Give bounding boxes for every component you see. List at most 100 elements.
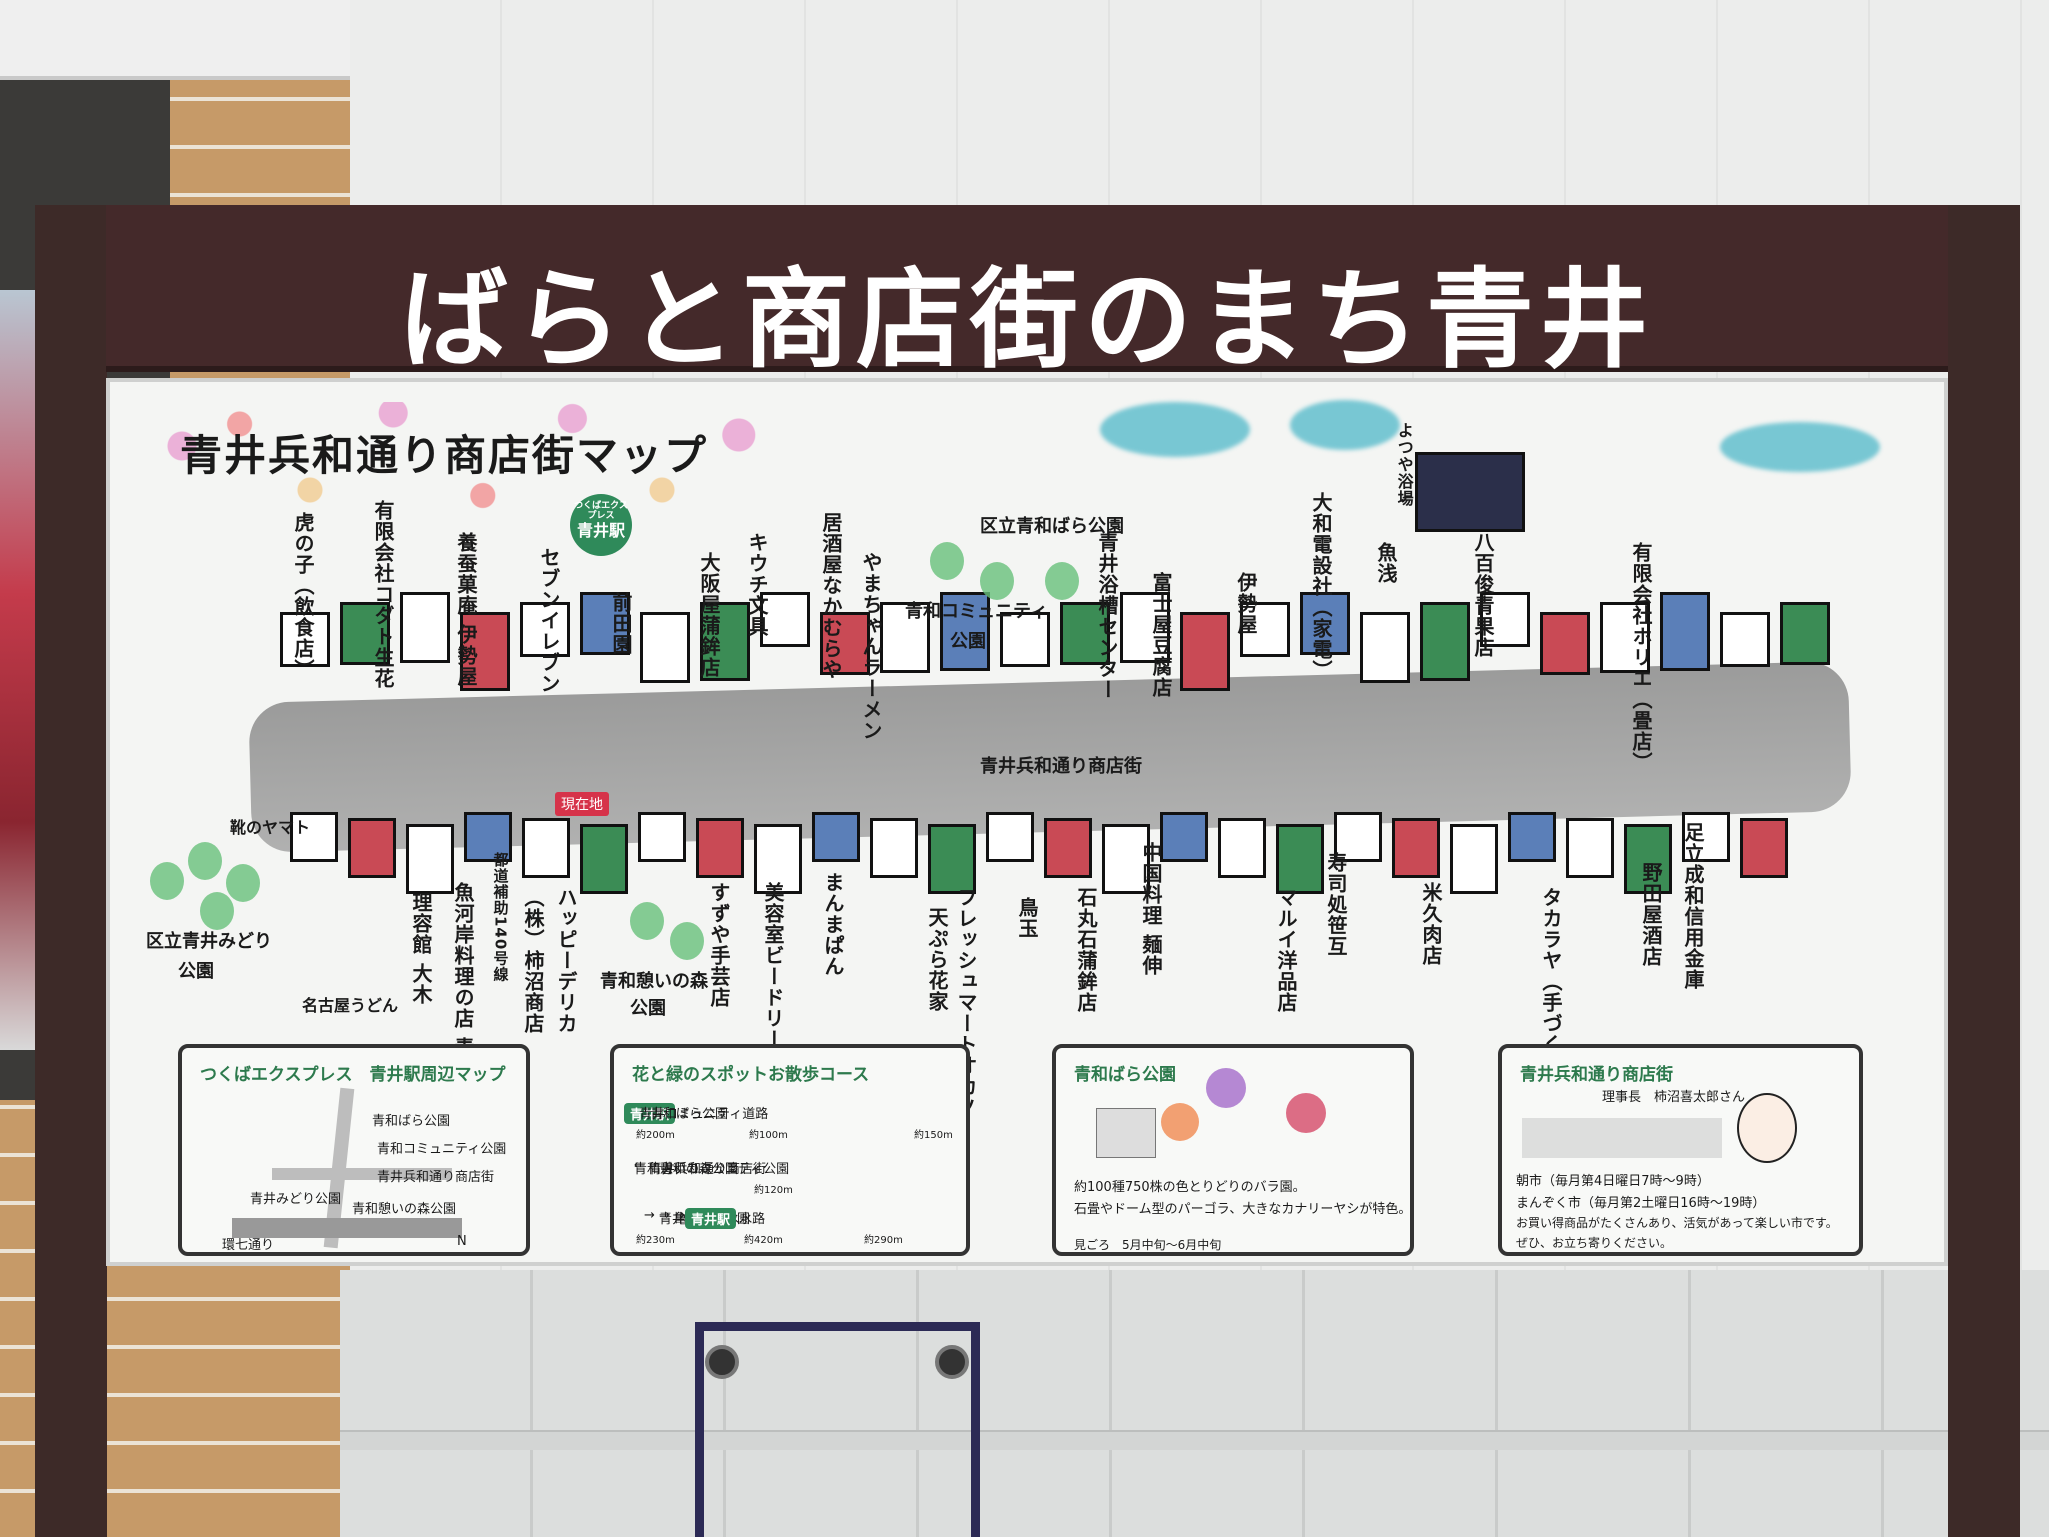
- shop-building: [348, 818, 396, 878]
- box-title: 青和ばら公園: [1074, 1065, 1176, 1085]
- shop-building: [1120, 592, 1170, 663]
- map-title: 青井兵和通り商店街マップ: [180, 431, 709, 480]
- shop-building: [1660, 592, 1710, 671]
- distance: 約230m: [636, 1235, 675, 1246]
- shop-building: [928, 824, 976, 894]
- north-arrow: N: [457, 1234, 467, 1249]
- shop-label: （株）柿沼商店: [521, 887, 545, 1034]
- park-label: 青和コミュニティ: [905, 601, 1048, 622]
- tree-icon: [188, 842, 222, 880]
- park-label: 区立青井みどり: [146, 931, 272, 952]
- shop-building: [1450, 824, 1498, 894]
- shop-building: [290, 812, 338, 862]
- station-pill: 青井駅: [684, 1208, 736, 1229]
- shop-building: [1044, 818, 1092, 878]
- course-stop: 青和憩いの森公園: [634, 1162, 739, 1177]
- distance: 約420m: [744, 1235, 783, 1246]
- shop-building: [1180, 612, 1230, 691]
- shop-label: 石丸石蒲鉾店: [1074, 887, 1098, 1013]
- distance: 約200m: [636, 1130, 675, 1141]
- tree-icon: [630, 902, 664, 940]
- shop-building: [522, 818, 570, 878]
- shop-building: [812, 812, 860, 862]
- street-label: 青井兵和通り商店街: [980, 756, 1142, 777]
- description: ぜひ、お立ち寄りください。: [1516, 1236, 1673, 1250]
- pergola-drawing: [1096, 1108, 1156, 1158]
- shop-building: [464, 812, 512, 862]
- shopping-street-box: 青井兵和通り商店街 理事長 柿沼喜太郎さん 朝市（毎月第4日曜日7時〜9時） ま…: [1498, 1044, 1863, 1256]
- station-line: つくばエクスプレス: [574, 501, 628, 521]
- shop-building: [760, 592, 810, 647]
- shop-label: やまちゃんラーメン: [859, 552, 883, 741]
- shop-label: 理容館 大木: [409, 892, 433, 1005]
- box-title: つくばエクスプレス 青井駅周辺マップ: [200, 1065, 506, 1085]
- shop-label: 天ぷら花家: [925, 907, 949, 1012]
- shop-building: [870, 818, 918, 878]
- shop-building: [400, 592, 450, 663]
- shop-building: [1060, 602, 1110, 665]
- station-area-map-box: つくばエクスプレス 青井駅周辺マップ 青和ばら公園 青和コミュニティ公園 青井兵…: [178, 1044, 530, 1256]
- shop-label: 大和電設社（家電）: [1309, 492, 1333, 681]
- shop-label: まんまぱん: [821, 872, 845, 977]
- shop-label: 有限会社ホリエ（畳店）: [1629, 542, 1653, 773]
- shop-building: [1160, 812, 1208, 862]
- shop-building: [1300, 592, 1350, 655]
- map-label: 環七通り: [222, 1238, 275, 1253]
- park-label: 公園: [630, 998, 666, 1019]
- shop-building: [1480, 592, 1530, 647]
- park-label: 公園: [950, 631, 986, 652]
- shop-building: [580, 592, 630, 655]
- current-location-marker: 現在地: [555, 792, 609, 816]
- road: [232, 1218, 462, 1238]
- wall-base: [340, 1430, 2049, 1450]
- station-badge: つくばエクスプレス青井駅: [570, 494, 632, 556]
- bicycle-stand: [695, 1322, 980, 1537]
- map-label: 青和憩いの森公園: [352, 1202, 457, 1217]
- map-label: 青和ばら公園: [372, 1114, 451, 1129]
- shop-building: [1392, 818, 1440, 878]
- shop-label: 美容室ビードリーム: [761, 882, 785, 1071]
- wall-panels: [340, 1270, 2049, 1537]
- sign-title: ばらと商店街のまち青井: [399, 258, 1654, 383]
- shop-label: 前田園: [609, 592, 633, 655]
- shop-building: [640, 612, 690, 683]
- box-title: 花と緑のスポットお散歩コース: [632, 1065, 870, 1085]
- shop-label: 伊勢屋: [1234, 572, 1258, 635]
- course-stop: 青和ばら公園: [649, 1107, 728, 1122]
- bathhouse-drawing: [1415, 452, 1525, 532]
- tree-icon: [200, 892, 234, 930]
- sign-header: ばらと商店街のまち青井: [106, 205, 1948, 383]
- box-title: 青井兵和通り商店街: [1520, 1065, 1673, 1085]
- shop-building: [1566, 818, 1614, 878]
- market-schedule: まんぞく市（毎月第2土曜日16時〜19時）: [1516, 1196, 1766, 1211]
- shop-label: セブンイレブン: [537, 547, 561, 694]
- shop-label: 養蚕菓庵 伊勢屋: [454, 532, 478, 687]
- shop-label: ハッピーデリカ: [554, 887, 578, 1034]
- road: [272, 1168, 452, 1180]
- shop-building: [700, 602, 750, 681]
- tree-icon: [150, 862, 184, 900]
- tree-icon: [930, 542, 964, 580]
- shop-label: 青井浴槽センター: [1095, 532, 1119, 700]
- shop-building: [580, 824, 628, 894]
- shop-building: [460, 612, 510, 691]
- shop-label: 居酒屋なかむらや: [819, 512, 843, 680]
- distance: 約290m: [864, 1235, 903, 1246]
- shop-label: 寿司処笹互: [1324, 852, 1348, 957]
- distance: 約100m: [749, 1130, 788, 1141]
- cloud: [1290, 400, 1400, 450]
- awning: [0, 0, 360, 80]
- shop-building: [1420, 602, 1470, 681]
- shop-building: [520, 602, 570, 657]
- station-name: 青井駅: [576, 520, 625, 540]
- shop-building: [1000, 612, 1050, 667]
- tree-icon: [670, 922, 704, 960]
- shop-building: [1508, 812, 1556, 862]
- shop-label: 八百俊青果店: [1471, 532, 1495, 658]
- shop-building: [280, 612, 330, 667]
- rose-icon: [1161, 1103, 1199, 1141]
- tree-icon: [1045, 562, 1079, 600]
- shop-label: 名古屋うどん: [302, 996, 399, 1015]
- shop-building: [1102, 824, 1150, 894]
- shop-label: 有限会社コダト生花: [371, 500, 395, 689]
